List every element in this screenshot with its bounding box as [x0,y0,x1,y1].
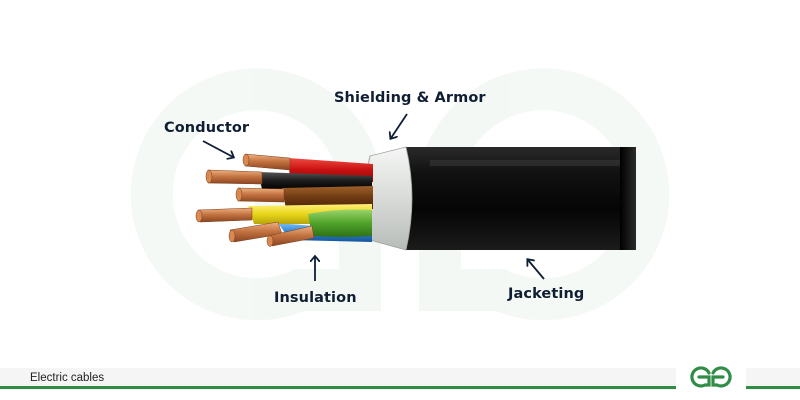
wire-brown [282,186,373,209]
conductor-arrow [202,140,233,157]
footer-band [0,368,800,390]
wire-green [308,209,372,237]
watermark-logo-icon [130,68,670,321]
gfg-logo-icon [690,366,732,388]
insulated-wires [248,158,373,242]
wire-black [258,172,372,190]
jacketing-label: Jacketing [508,286,585,302]
footer-caption: Electric cables [30,372,105,384]
footer-logo-background [676,362,746,392]
copper-conductors [195,153,315,247]
conductor-label: Conductor [164,120,250,136]
footer-accent-line [0,386,800,389]
shielding-label: Shielding & Armor [334,90,486,106]
insulation-label: Insulation [274,290,357,306]
jacketing-arrow [528,260,545,280]
shielding-arrow [391,113,408,138]
cable-jacket [400,147,636,250]
